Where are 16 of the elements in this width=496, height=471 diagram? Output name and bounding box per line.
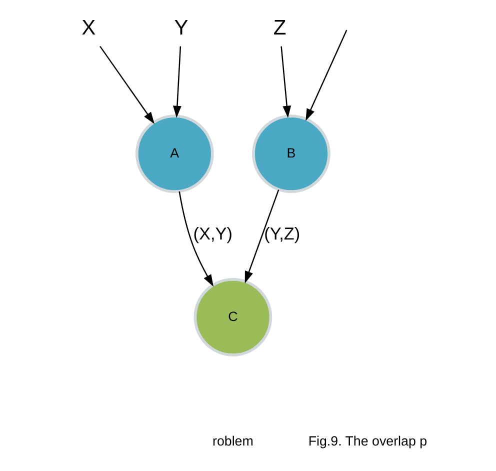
edge-label: (Y,Z) bbox=[264, 224, 300, 244]
edge-label: (X,Y) bbox=[193, 224, 232, 244]
node-text: X bbox=[82, 16, 96, 40]
arrow bbox=[280, 46, 292, 118]
node-circle: A bbox=[135, 114, 214, 193]
node-circle: C bbox=[194, 278, 272, 356]
node-text: Z bbox=[273, 16, 286, 40]
label: Fig.9. The overlap p bbox=[308, 433, 428, 448]
arrow bbox=[178, 191, 214, 287]
arrow bbox=[306, 30, 348, 121]
arrow bbox=[244, 190, 280, 284]
node-text: Y bbox=[174, 16, 188, 40]
arrow bbox=[173, 46, 182, 118]
label: roblem bbox=[212, 433, 254, 448]
arrow bbox=[100, 46, 154, 124]
node-circle: B bbox=[252, 114, 330, 193]
